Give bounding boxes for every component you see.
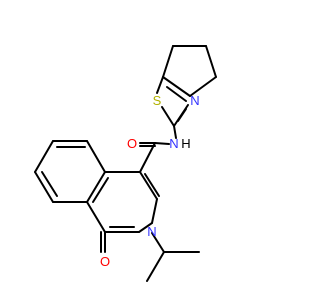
atom-label-amide-oxygen: O bbox=[127, 136, 137, 151]
bond bbox=[162, 45, 174, 78]
molecule-structure: S N N H O N O bbox=[34, 45, 217, 282]
bond bbox=[86, 171, 106, 203]
bond bbox=[205, 45, 217, 78]
atom-label-thiazole-nitrogen: N bbox=[190, 93, 199, 108]
bond bbox=[189, 76, 217, 97]
bond bbox=[151, 232, 165, 253]
bond bbox=[138, 222, 153, 233]
bond bbox=[162, 76, 191, 97]
atom-label-lactam-oxygen: O bbox=[100, 254, 110, 269]
bond bbox=[166, 86, 187, 102]
bond bbox=[41, 171, 58, 197]
bond bbox=[34, 171, 54, 203]
atom-labels: S N N H O N O bbox=[100, 93, 200, 269]
bond bbox=[154, 142, 170, 145]
bonds bbox=[34, 45, 217, 282]
bond bbox=[156, 76, 164, 94]
atom-label-amide-nitrogen: N bbox=[169, 136, 178, 151]
structure-svg: S N N H O N O bbox=[34, 45, 217, 282]
atom-label-ring-nitrogen: N bbox=[147, 224, 156, 239]
bond bbox=[173, 125, 177, 139]
bond bbox=[86, 201, 106, 233]
bond bbox=[86, 140, 106, 173]
bond bbox=[177, 108, 187, 122]
atom-label-sulfur: S bbox=[153, 93, 162, 108]
atom-label-amide-hydrogen: H bbox=[181, 136, 190, 151]
bond bbox=[139, 171, 158, 200]
bond bbox=[146, 251, 165, 282]
bond bbox=[161, 106, 175, 127]
bond bbox=[92, 177, 109, 203]
bond bbox=[34, 140, 54, 173]
bond bbox=[151, 198, 158, 224]
bond bbox=[144, 173, 160, 197]
bond bbox=[139, 142, 156, 173]
